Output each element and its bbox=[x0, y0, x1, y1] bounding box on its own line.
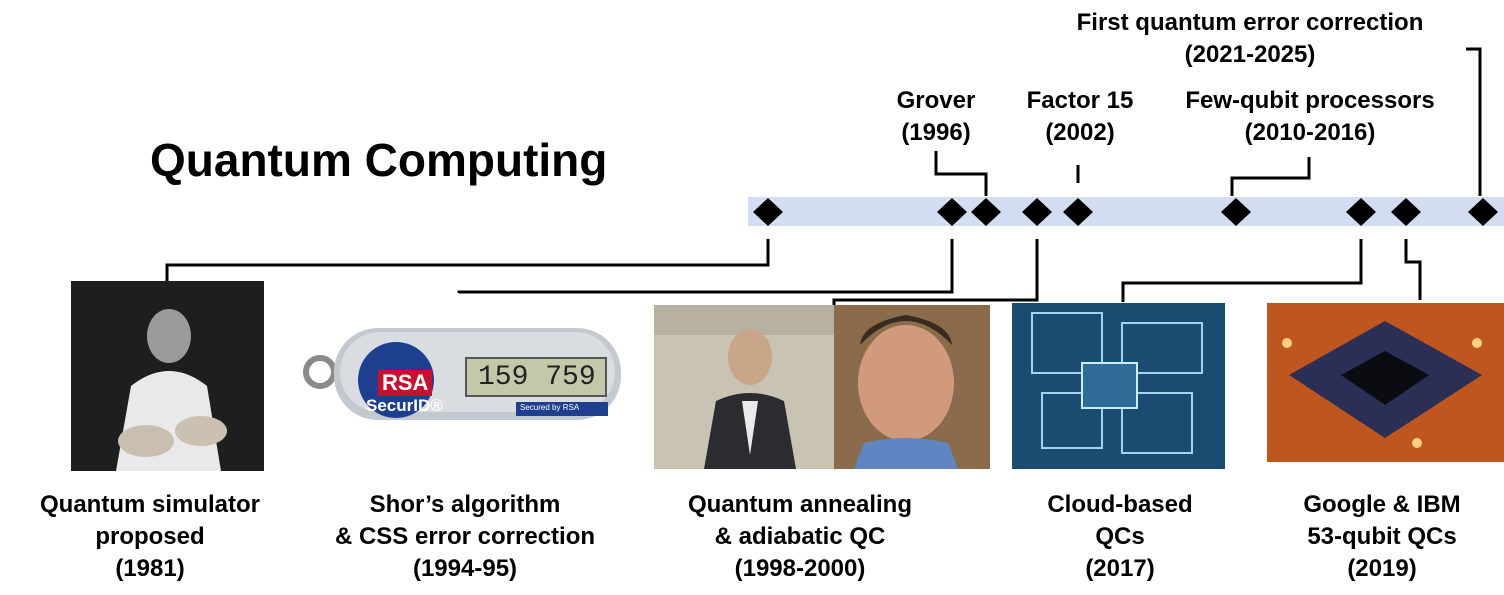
marker-1998 bbox=[1022, 198, 1052, 226]
marker-2019 bbox=[1391, 198, 1421, 226]
event-label-1998: Quantum annealing& adiabatic QC(1998-200… bbox=[687, 491, 912, 582]
sycamore-processor-photo bbox=[1267, 303, 1504, 462]
marker-1996 bbox=[971, 198, 1001, 226]
connector-grover bbox=[934, 151, 988, 196]
physicist-photo bbox=[71, 281, 264, 471]
connector-1994 bbox=[457, 239, 954, 294]
event-label-1994: Shor’s algorithm& CSS error correction(1… bbox=[334, 491, 596, 582]
connector-2017 bbox=[1121, 239, 1363, 302]
event-label-grover: Grover(1996) bbox=[896, 87, 976, 146]
connector-1998 bbox=[832, 239, 1039, 305]
connector-error-correction bbox=[1466, 47, 1482, 196]
marker-2010 bbox=[1221, 198, 1251, 226]
event-label-factor15: Factor 15(2002) bbox=[1026, 87, 1134, 146]
connector-1981 bbox=[165, 239, 770, 283]
token-display: 159 759 bbox=[478, 362, 596, 393]
marker-2002 bbox=[1063, 198, 1093, 226]
token-product: SecurID® bbox=[366, 396, 443, 415]
connector-few-qubit bbox=[1230, 157, 1311, 196]
connector-lines bbox=[165, 47, 1482, 305]
processor-illustration bbox=[1267, 303, 1504, 462]
quantum-chip-render bbox=[1012, 303, 1225, 469]
marker-2017 bbox=[1346, 198, 1376, 226]
rsa-securid-token: RSA SecurID® 159 759 Secured by RSA bbox=[298, 310, 623, 435]
diagram-title: Quantum Computing bbox=[150, 134, 608, 186]
timeline-markers bbox=[753, 198, 1498, 226]
marker-2021 bbox=[1468, 198, 1498, 226]
connector-2019 bbox=[1404, 239, 1422, 300]
event-label-few-qubit: Few-qubit processors(2010-2016) bbox=[1185, 87, 1435, 146]
researchers-illustration bbox=[654, 305, 990, 469]
chip-illustration bbox=[1012, 303, 1225, 469]
timeline-bar bbox=[748, 197, 1504, 226]
token-secured-by: Secured by RSA bbox=[520, 403, 580, 412]
marker-1981 bbox=[753, 198, 783, 226]
researchers-photo bbox=[654, 305, 990, 469]
token-brand: RSA bbox=[378, 370, 433, 396]
event-label-error-correction: First quantum error correction(2021-2025… bbox=[1076, 9, 1424, 68]
marker-1994 bbox=[937, 198, 967, 226]
physicist-illustration bbox=[71, 281, 264, 471]
